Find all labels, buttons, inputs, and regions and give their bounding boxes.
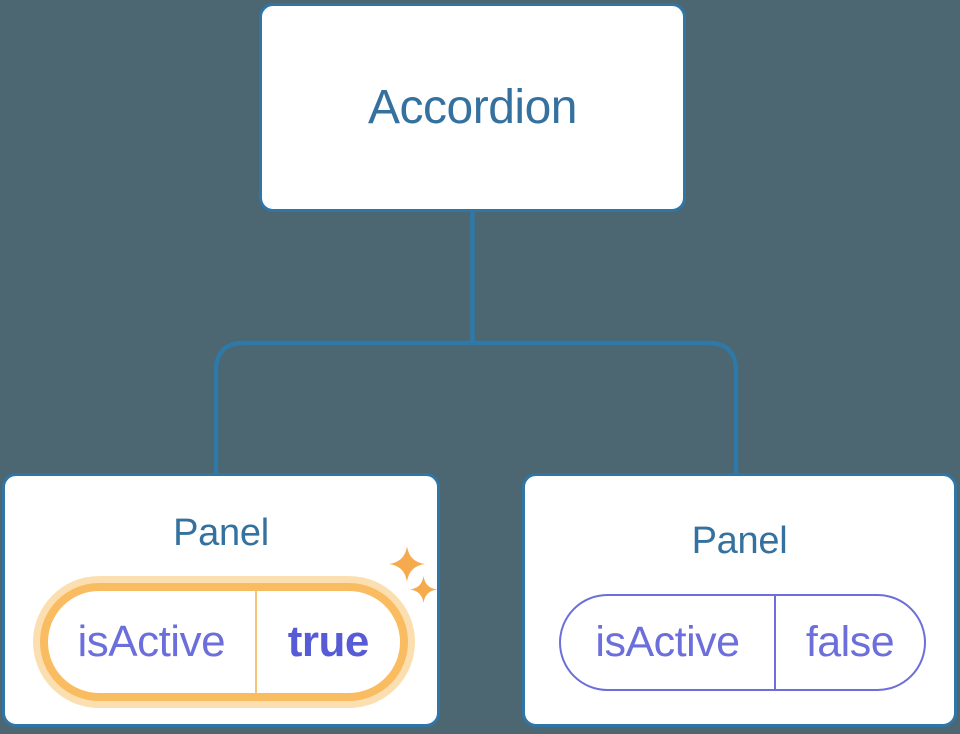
- state-key-label: isActive: [595, 618, 740, 666]
- state-value-label: false: [805, 618, 895, 666]
- panel-node-inactive: Panel isActive false: [522, 473, 957, 727]
- accordion-node: Accordion: [259, 3, 686, 212]
- state-key-label: isActive: [77, 617, 226, 666]
- state-value-label: true: [287, 617, 370, 666]
- panel-node-label: Panel: [173, 512, 269, 554]
- state-value-cell: false: [776, 596, 924, 689]
- sparkle-small-icon: [410, 576, 437, 603]
- panel-node-active: Panel isActive true: [2, 473, 440, 727]
- panel-node-label: Panel: [691, 520, 788, 562]
- sparkle-large-icon: [389, 546, 425, 582]
- state-pill-inactive: isActive false: [559, 594, 926, 691]
- state-key-cell: isActive: [561, 596, 776, 689]
- state-pill-active: isActive true: [40, 583, 408, 701]
- state-value-cell: true: [257, 591, 401, 693]
- state-key-cell: isActive: [48, 591, 257, 693]
- accordion-node-label: Accordion: [368, 80, 577, 134]
